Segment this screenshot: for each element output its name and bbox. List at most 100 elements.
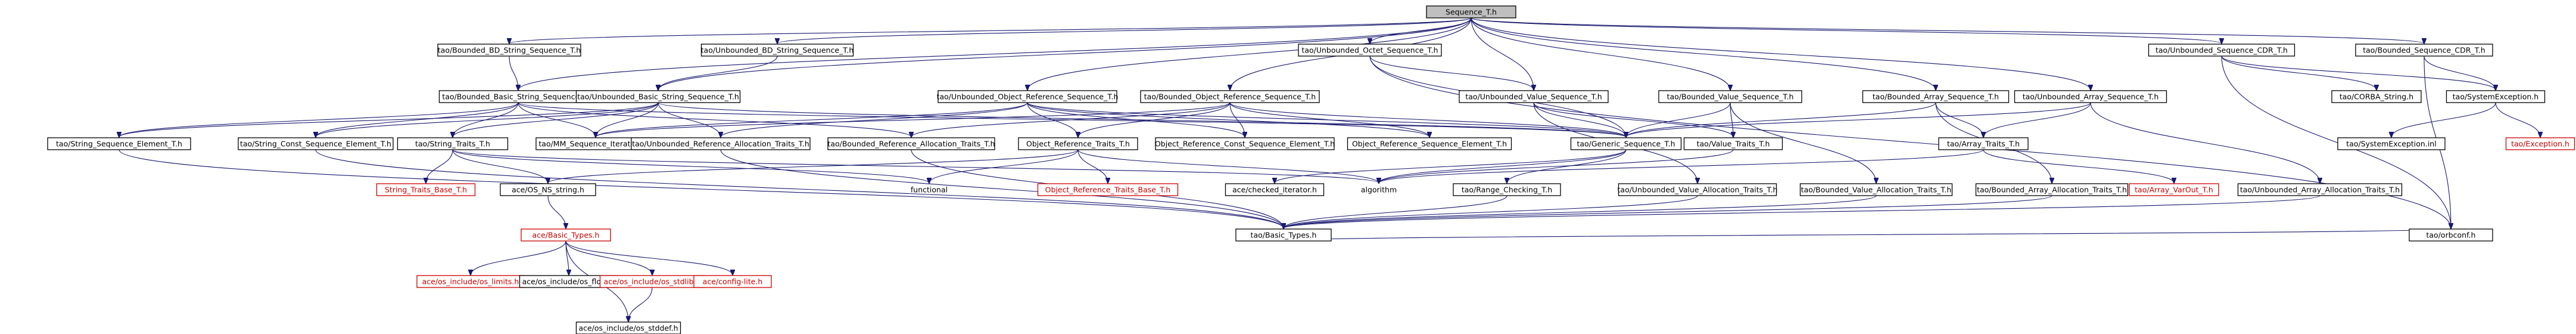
node-box [1235, 228, 1332, 242]
node-uarr[interactable]: tao/Unbounded_Array_Sequence_T.h [2014, 90, 2167, 103]
node-algorithm[interactable]: algorithm [1361, 185, 1397, 194]
node-uval[interactable]: tao/Unbounded_Value_Sequence_T.h [1459, 90, 1609, 103]
node-root[interactable]: Sequence_T.h [1426, 5, 1516, 18]
node-strcel[interactable]: tao/String_Const_Sequence_Element_T.h [238, 137, 394, 150]
edge-strtr-to-algorithm [452, 149, 1379, 183]
node-label: tao/Bounded_Basic_String_Sequence_T.h [442, 92, 594, 101]
node-box [1140, 90, 1320, 103]
node-label: String_Traits_Base_T.h [385, 185, 467, 194]
node-box [1683, 137, 1783, 150]
node-orbconf[interactable]: tao/orbconf.h [2409, 228, 2493, 242]
node-box [2331, 90, 2422, 103]
node-sysexc[interactable]: tao/SystemException.h [2446, 90, 2546, 103]
node-ura[interactable]: tao/Unbounded_Reference_Allocation_Trait… [631, 137, 811, 150]
node-mmsi[interactable]: tao/MM_Sequence_Iterator_T.h [535, 137, 656, 150]
edge-arrtr-to-algorithm [1379, 149, 1984, 183]
node-chk[interactable]: ace/checked_iterator.h [1225, 183, 1325, 196]
node-avo[interactable]: tao/Array_VarOut_T.h [2129, 183, 2219, 196]
node-label: tao/Unbounded_Array_Allocation_Traits_T.… [2240, 185, 2400, 194]
node-bva[interactable]: tao/Bounded_Value_Allocation_Traits_T.h [1799, 183, 1953, 196]
node-box [1658, 90, 1802, 103]
node-label: tao/String_Sequence_Element_T.h [56, 140, 182, 149]
node-label: tao/Generic_Sequence_T.h [1577, 140, 1675, 149]
node-uoct[interactable]: tao/Unbounded_Octet_Sequence_T.h [1298, 44, 1442, 57]
edge-uoct-to-orbconf [1369, 55, 2451, 228]
node-strtrb[interactable]: String_Traits_Base_T.h [376, 183, 476, 196]
node-box [1347, 137, 1512, 150]
edge-gen-to-chk [1275, 149, 1627, 183]
node-box [1975, 183, 2129, 196]
node-ubdst[interactable]: tao/Unbounded_BD_String_Sequence_T.h [701, 44, 854, 57]
node-label: tao/Unbounded_Basic_String_Sequence_T.h [577, 92, 739, 101]
node-abt[interactable]: ace/Basic_Types.h [521, 228, 611, 242]
node-rng[interactable]: tao/Range_Checking_T.h [1453, 183, 1561, 196]
node-label: tao/Unbounded_Reference_Allocation_Trait… [632, 140, 809, 149]
node-strtr[interactable]: tao/String_Traits_T.h [397, 137, 509, 150]
node-box [575, 90, 741, 103]
node-bcdr[interactable]: tao/Bounded_Sequence_CDR_T.h [2355, 44, 2493, 57]
node-valtr[interactable]: tao/Value_Traits_T.h [1683, 137, 1783, 150]
node-box [827, 137, 995, 150]
edge-bbsst-to-strel [119, 102, 519, 137]
node-label: tao/Unbounded_Array_Sequence_T.h [2023, 92, 2159, 101]
edge-bobj-to-objtr [1078, 102, 1231, 137]
node-uobj[interactable]: tao/Unbounded_Object_Reference_Sequence_… [937, 90, 1119, 103]
edge-ubsst-to-strtr [453, 102, 659, 137]
edge-abt-to-cfg [565, 240, 733, 275]
node-exc[interactable]: tao/Exception.h [2505, 137, 2575, 150]
node-oslim[interactable]: ace/os_include/os_limits.h [416, 275, 525, 288]
node-objtr[interactable]: Object_Reference_Traits_T.h [1018, 137, 1138, 150]
node-arrtr[interactable]: tao/Array_Traits_T.h [1938, 137, 2029, 150]
edge-root-to-ubsst [658, 17, 1472, 90]
node-box [376, 183, 476, 196]
node-objcel[interactable]: Object_Reference_Const_Sequence_Element_… [1155, 137, 1335, 150]
node-cfg[interactable]: ace/config-lite.h [693, 275, 772, 288]
node-functional[interactable]: functional [911, 185, 948, 194]
node-uva[interactable]: tao/Unbounded_Value_Allocation_Traits_T.… [1618, 183, 1778, 196]
node-box [397, 137, 509, 150]
node-box [1225, 183, 1325, 196]
edge-ubsst-to-ura [658, 102, 721, 137]
node-osstdlib[interactable]: ace/os_include/os_stdlib.h [599, 275, 705, 288]
node-label: tao/Value_Traits_T.h [1697, 140, 1770, 149]
node-layer: Sequence_T.h tao/Bounded_BD_String_Sequen… [47, 5, 2575, 334]
node-bbsst[interactable]: tao/Bounded_Basic_String_Sequence_T.h [438, 90, 598, 103]
edge-uobj-to-objcel [1027, 102, 1245, 137]
node-tbt[interactable]: tao/Basic_Types.h [1235, 228, 1332, 242]
node-gen[interactable]: tao/Generic_Sequence_T.h [1570, 137, 1682, 150]
node-label: tao/Bounded_BD_String_Sequence_T.h [438, 46, 581, 55]
node-bra[interactable]: tao/Bounded_Reference_Allocation_Traits_… [827, 137, 995, 150]
node-box [1155, 137, 1335, 150]
node-label: tao/Unbounded_Value_Sequence_T.h [1465, 92, 1602, 101]
node-corba[interactable]: tao/CORBA_String.h [2331, 90, 2422, 103]
node-barr[interactable]: tao/Bounded_Array_Sequence_T.h [1862, 90, 2010, 103]
node-label: tao/Bounded_Object_Reference_Sequence_T.… [1144, 92, 1316, 101]
edge-root-to-bval [1471, 17, 1730, 90]
node-bval[interactable]: tao/Bounded_Value_Sequence_T.h [1658, 90, 1802, 103]
node-ucdr[interactable]: tao/Unbounded_Sequence_CDR_T.h [2148, 44, 2295, 57]
node-bbdst[interactable]: tao/Bounded_BD_String_Sequence_T.h [437, 44, 581, 57]
node-bobj[interactable]: tao/Bounded_Object_Reference_Sequence_T.… [1140, 90, 1320, 103]
node-box [2355, 44, 2493, 57]
edge-strtr-to-functional [452, 149, 929, 183]
edge-ubdst-to-ubsst [658, 55, 778, 90]
node-ubsst[interactable]: tao/Unbounded_Basic_String_Sequence_T.h [575, 90, 741, 103]
node-box [1862, 90, 2010, 103]
node-label: tao/Bounded_Reference_Allocation_Traits_… [827, 140, 995, 149]
edge-ubsst-to-gen [658, 102, 1626, 137]
node-sysexcinl[interactable]: tao/SystemException.inl [2337, 137, 2446, 150]
edge-tbt-to-orbconf [1283, 228, 2451, 242]
node-box [631, 137, 811, 150]
node-baa[interactable]: tao/Bounded_Array_Allocation_Traits_T.h [1975, 183, 2129, 196]
node-osstddef[interactable]: ace/os_include/os_stddef.h [575, 321, 681, 334]
node-strel[interactable]: tao/String_Sequence_Element_T.h [47, 137, 191, 150]
node-uaa[interactable]: tao/Unbounded_Array_Allocation_Traits_T.… [2237, 183, 2403, 196]
node-label: tao/Bounded_Value_Allocation_Traits_T.h [1801, 185, 1952, 194]
edge-ucdr-to-orbconf [2221, 55, 2451, 228]
node-osflt[interactable]: ace/os_include/os_float.h [519, 275, 619, 288]
node-osns[interactable]: ace/OS_NS_string.h [500, 183, 596, 196]
node-objtrb[interactable]: Object_Reference_Traits_Base_T.h [1037, 183, 1179, 196]
edge-gen-to-rng [1507, 149, 1627, 183]
node-objel[interactable]: Object_Reference_Sequence_Element_T.h [1347, 137, 1512, 150]
node-label: tao/String_Traits_T.h [415, 140, 490, 149]
